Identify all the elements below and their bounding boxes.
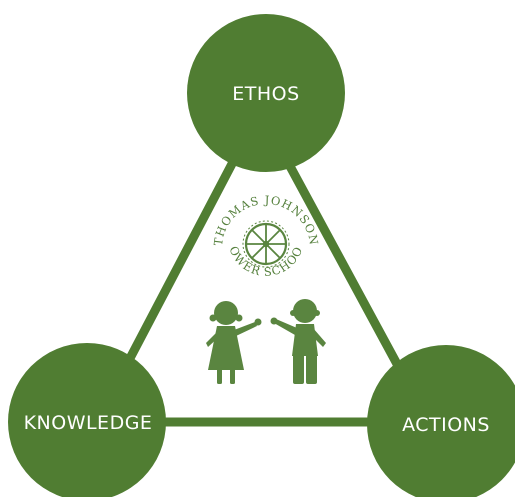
girl-silhouette — [206, 301, 262, 384]
node-actions: ACTIONS — [367, 345, 515, 497]
node-ethos-label: ETHOS — [232, 83, 299, 105]
boy-silhouette — [270, 299, 326, 384]
children-silhouette-icon — [206, 299, 326, 384]
node-knowledge-circle — [8, 343, 166, 497]
wheel-icon — [242, 220, 290, 268]
node-knowledge-label: KNOWLEDGE — [24, 412, 153, 434]
node-ethos: ETHOS — [187, 14, 345, 172]
node-actions-label: ACTIONS — [402, 414, 490, 436]
node-actions-circle — [367, 345, 515, 497]
node-ethos-circle — [187, 14, 345, 172]
node-knowledge: KNOWLEDGE — [8, 343, 166, 497]
